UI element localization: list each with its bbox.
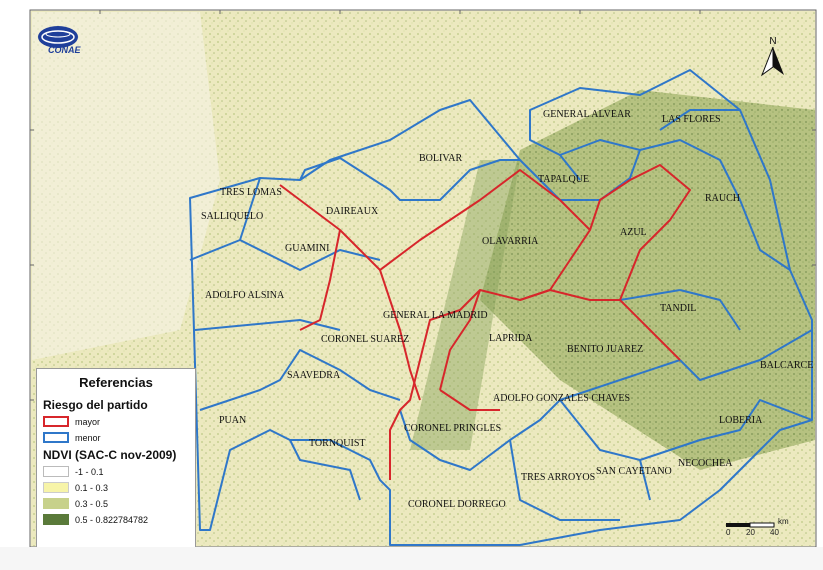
ndvi-swath-dark — [480, 90, 815, 470]
ndvi-label-1: -1 - 0.1 — [75, 466, 104, 477]
risk-swatch-mayor — [43, 416, 69, 427]
ndvi-label-3: 0.3 - 0.5 — [75, 498, 109, 509]
label-olavarria: OLAVARRIA — [482, 236, 539, 247]
label-bolivar: BOLIVAR — [419, 153, 462, 164]
label-tapalque: TAPALQUE — [538, 174, 589, 185]
label-tres-arroyos: TRES ARROYOS — [521, 472, 595, 483]
ndvi-swatch-2 — [43, 482, 69, 493]
north-label: N — [769, 36, 777, 47]
ndvi-swatch-1 — [43, 466, 69, 477]
label-loberia: LOBERIA — [719, 415, 763, 426]
legend-ndvi-row: -1 - 0.1 — [43, 465, 195, 478]
risk-label-menor: menor — [75, 432, 101, 443]
ndvi-label-4: 0.5 - 0.822784782 — [75, 514, 149, 525]
label-tres-lomas: TRES LOMAS — [220, 187, 282, 198]
label-laprida: LAPRIDA — [489, 333, 533, 344]
partido-boundaries-menor — [189, 69, 813, 546]
scale-unit: km — [778, 517, 789, 526]
label-coronel-pringles: CORONEL PRINGLES — [404, 423, 501, 434]
label-daireaux: DAIREAUX — [326, 206, 379, 217]
partido-boundaries-mayor — [279, 164, 691, 480]
risk-label-mayor: mayor — [75, 416, 101, 427]
partido-labels: GENERAL ALVEAR LAS FLORES BOLIVAR TAPALQ… — [201, 109, 813, 510]
graticule-ticks — [30, 10, 816, 401]
label-coronel-dorrego: CORONEL DORREGO — [408, 499, 506, 510]
legend-risk-menor: menor — [43, 431, 195, 444]
legend-ndvi-title: NDVI (SAC-C nov-2009) — [43, 448, 177, 462]
ndvi-swatch-4 — [43, 514, 69, 525]
north-arrow-icon — [760, 46, 784, 77]
label-saavedra: SAAVEDRA — [287, 370, 341, 381]
map-legend: Referencias Riesgo del partido mayor men… — [36, 368, 196, 552]
ndvi-swath-left — [32, 12, 220, 360]
ndvi-label-2: 0.1 - 0.3 — [75, 482, 109, 493]
label-balcarce: BALCARCE — [760, 360, 813, 371]
legend-ndvi-row: 0.3 - 0.5 — [43, 497, 195, 510]
label-salliquelo: SALLIQUELO — [201, 211, 263, 222]
legend-title: Referencias — [79, 375, 153, 390]
label-adolfo-alsina: ADOLFO ALSINA — [205, 290, 285, 301]
label-tornquist: TORNQUIST — [309, 438, 365, 449]
scale-bar: 0 20 40 km — [726, 517, 806, 542]
scale-tick-40: 40 — [770, 528, 779, 537]
label-las-flores: LAS FLORES — [662, 114, 721, 125]
north-arrow: N — [760, 36, 786, 80]
legend-ndvi-row: 0.1 - 0.3 — [43, 481, 195, 494]
risk-swatch-menor — [43, 432, 69, 443]
legend-risk-title: Riesgo del partido — [43, 398, 148, 412]
scale-tick-20: 20 — [746, 528, 755, 537]
label-general-la-madrid: GENERAL LA MADRID — [383, 310, 488, 321]
label-rauch: RAUCH — [705, 193, 740, 204]
legend-risk-mayor: mayor — [43, 415, 195, 428]
label-puan: PUAN — [219, 415, 246, 426]
legend-ndvi-row: 0.5 - 0.822784782 — [43, 513, 195, 526]
label-san-cayetano: SAN CAYETANO — [596, 466, 672, 477]
label-azul: AZUL — [620, 227, 647, 238]
label-general-alvear: GENERAL ALVEAR — [543, 109, 631, 120]
label-guamini: GUAMINI — [285, 243, 329, 254]
label-benito-juarez: BENITO JUAREZ — [567, 344, 643, 355]
conae-logo: CONAE — [36, 22, 96, 56]
conae-logo-text: CONAE — [48, 45, 81, 55]
label-coronel-suarez: CORONEL SUAREZ — [321, 334, 409, 345]
conae-logo-icon — [38, 26, 78, 48]
ndvi-swatch-3 — [43, 498, 69, 509]
scale-bar-graphic — [726, 522, 775, 528]
scale-tick-0: 0 — [726, 528, 731, 537]
label-tandil: TANDIL — [660, 303, 696, 314]
label-adolfo-gonzales-chaves: ADOLFO GONZALES CHAVES — [493, 393, 630, 404]
label-necochea: NECOCHEA — [678, 458, 733, 469]
bottom-strip — [0, 547, 823, 570]
